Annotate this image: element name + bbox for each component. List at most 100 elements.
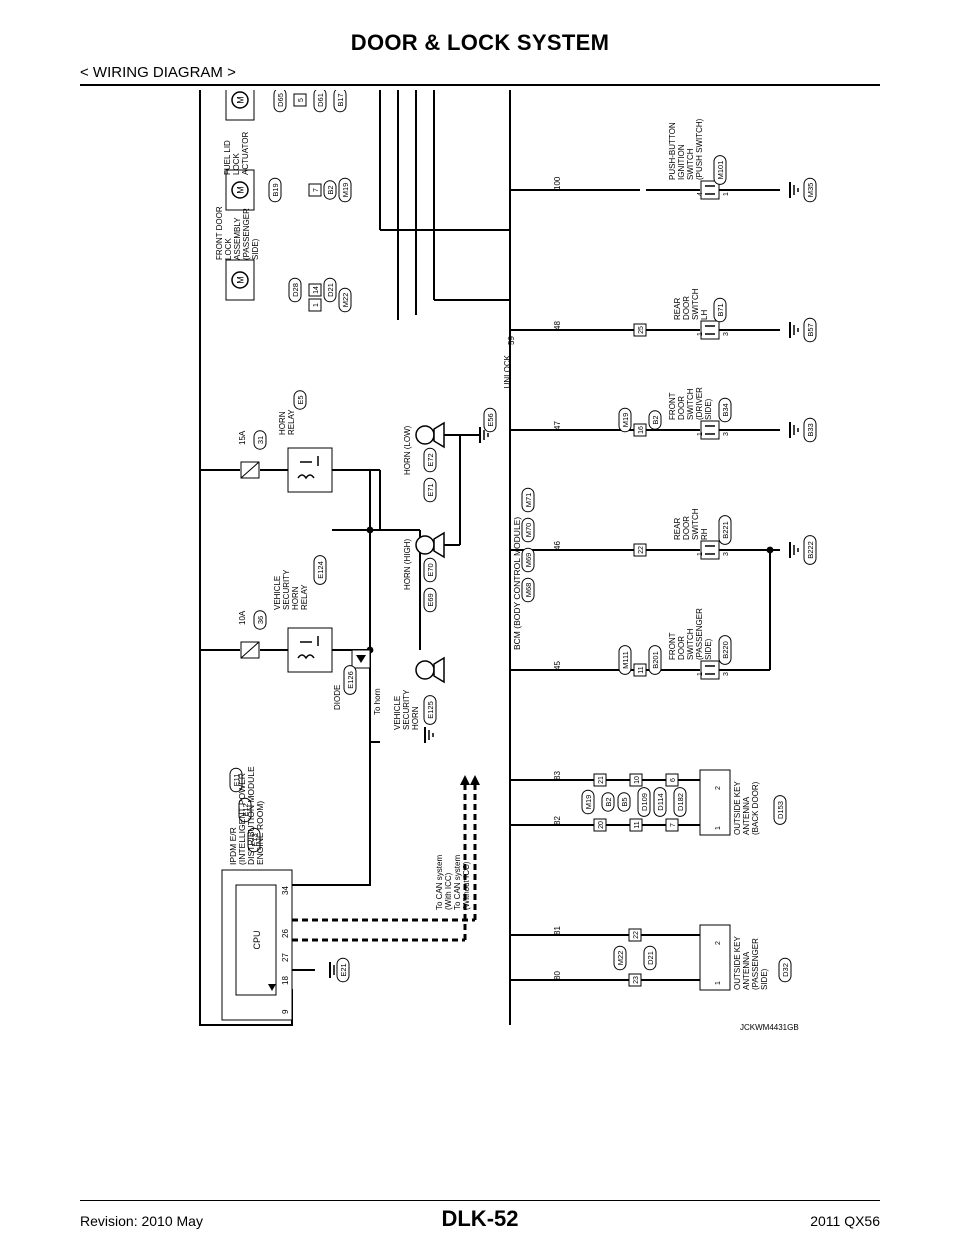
revision-text: Revision: 2010 May bbox=[80, 1213, 203, 1229]
junction-connector bbox=[323, 180, 337, 200]
pin-number: 3 bbox=[723, 552, 730, 556]
connector-label: D32 bbox=[781, 963, 790, 977]
connector-label: B2 bbox=[326, 185, 335, 194]
page-title: DOOR & LOCK SYSTEM bbox=[350, 30, 610, 55]
fuse-element bbox=[240, 461, 260, 479]
pin-number: 1 bbox=[715, 981, 722, 985]
actuator-connector bbox=[268, 177, 282, 203]
pin-number: 3 bbox=[723, 672, 730, 676]
diode-symbol bbox=[268, 984, 276, 991]
connector-label: E21 bbox=[339, 963, 348, 976]
fuse-element bbox=[240, 641, 260, 659]
pin-number: 11 bbox=[638, 666, 645, 673]
switch-name: SWITCH bbox=[686, 628, 695, 660]
switch-name: FRONT bbox=[668, 632, 677, 660]
switch-name: FRONT bbox=[668, 392, 677, 420]
pin-number: 26 bbox=[281, 929, 290, 938]
connector-label: D109 bbox=[640, 793, 649, 811]
junction-connector bbox=[333, 90, 347, 113]
fuse-number bbox=[253, 430, 267, 450]
ipdm-name: (INTELLIGENT POWER bbox=[237, 773, 247, 865]
pin-box bbox=[308, 283, 322, 297]
pin-number: 7 bbox=[670, 823, 677, 827]
component-layer bbox=[221, 90, 817, 1021]
pin-number: 22 bbox=[638, 546, 645, 554]
junction-connector bbox=[581, 789, 595, 815]
junction-connector bbox=[618, 407, 632, 433]
pin-number: 16 bbox=[638, 426, 645, 434]
connector-label: B17 bbox=[336, 93, 345, 106]
antenna-name: (PASSENGER bbox=[751, 938, 760, 990]
ipdm-name: DISTRIBUTION MODULE bbox=[246, 766, 256, 865]
diode-name: DIODE bbox=[333, 685, 342, 710]
pin-box bbox=[629, 773, 643, 787]
pin-number: 6 bbox=[670, 778, 677, 782]
switch-name: DOOR bbox=[677, 396, 686, 420]
connector-label: D65 bbox=[276, 93, 285, 107]
horn-bell bbox=[433, 656, 445, 684]
connector-label: 36 bbox=[256, 616, 265, 624]
pin-box bbox=[633, 323, 647, 337]
actuator-name: FRONT DOOR bbox=[215, 206, 224, 260]
pin-number: 2 bbox=[715, 786, 722, 790]
switch-name: SIDE) bbox=[704, 638, 713, 660]
actuator-name: ACTUATOR bbox=[241, 132, 250, 175]
bcm-name: BCM (BODY CONTROL MODULE) bbox=[512, 517, 522, 650]
horn-relay bbox=[287, 447, 333, 493]
connector-label: M22 bbox=[341, 293, 350, 308]
horn-connector bbox=[423, 477, 437, 503]
actuator-connector bbox=[288, 277, 302, 303]
pin-number: 2 bbox=[715, 941, 722, 945]
bcm-terminal: 83 bbox=[553, 771, 562, 780]
connector-label: E70 bbox=[426, 563, 435, 576]
relay-feed-wire bbox=[292, 741, 380, 886]
antenna-name: ANTENNA bbox=[742, 951, 751, 990]
connector-label: B33 bbox=[806, 423, 815, 436]
bcm-terminal: 59 bbox=[507, 336, 516, 345]
ground-label bbox=[803, 317, 817, 343]
connector-label: D21 bbox=[646, 951, 655, 965]
switch-name: (DRIVER bbox=[695, 387, 704, 420]
connector-label: B19 bbox=[271, 183, 280, 196]
connector-label: M22 bbox=[616, 951, 625, 966]
connector-label: B201 bbox=[651, 651, 660, 669]
switch-name: SWITCH bbox=[686, 388, 695, 420]
connector-label: E69 bbox=[426, 593, 435, 606]
horn-low bbox=[415, 425, 435, 445]
pin-box bbox=[665, 818, 679, 832]
pin-box bbox=[593, 818, 607, 832]
connector-label: M101 bbox=[716, 161, 725, 180]
junction-connector bbox=[653, 787, 667, 817]
arrow-icon bbox=[470, 775, 480, 785]
pin-number: 1 bbox=[313, 303, 320, 307]
horn-name: HORN (LOW) bbox=[403, 425, 412, 475]
relay-name: HORN bbox=[291, 586, 300, 610]
switch-name: SWITCH bbox=[686, 148, 695, 180]
page-number: DLK-52 bbox=[441, 1206, 519, 1231]
connector-label: M70 bbox=[524, 523, 533, 538]
switch-connector bbox=[713, 297, 727, 323]
header-rule bbox=[80, 84, 880, 86]
model-text: 2011 QX56 bbox=[810, 1213, 880, 1229]
junction-connector bbox=[617, 792, 631, 812]
connector-label: M19 bbox=[621, 413, 630, 428]
bcm-terminal: 48 bbox=[553, 321, 562, 330]
ipdm-name: IPDM E/R bbox=[228, 827, 238, 865]
connector-label: D153 bbox=[776, 801, 785, 819]
pin-box bbox=[633, 663, 647, 677]
bcm-terminal: 47 bbox=[553, 421, 562, 430]
connector-label: M68 bbox=[524, 583, 533, 598]
relay-connector bbox=[293, 390, 307, 410]
switch-name: SWITCH bbox=[691, 508, 700, 540]
relay-name: SECURITY bbox=[282, 569, 291, 610]
security-horn bbox=[415, 660, 435, 680]
diode-connector bbox=[343, 665, 357, 695]
motor-symbol bbox=[231, 181, 249, 199]
junction-connector bbox=[637, 787, 651, 817]
junction-connector bbox=[338, 177, 352, 203]
horn-connector bbox=[423, 587, 437, 613]
connector-label: B2 bbox=[604, 797, 613, 806]
bcm-terminal: 81 bbox=[553, 926, 562, 935]
pin-box bbox=[293, 93, 307, 107]
